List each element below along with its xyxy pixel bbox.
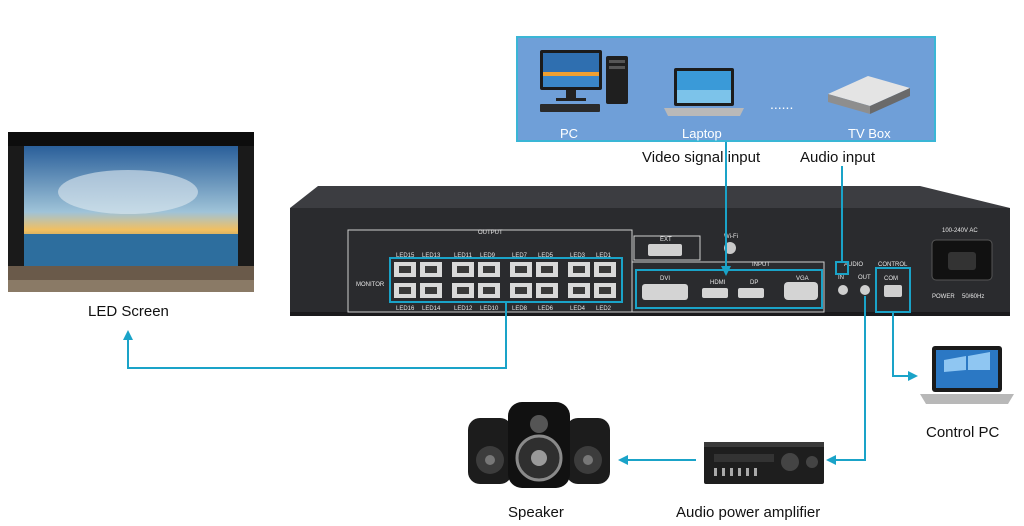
amplifier-icon xyxy=(704,442,824,484)
control-pc-icon xyxy=(920,346,1014,404)
output-to-led-connector xyxy=(127,302,507,369)
laptop-label: Laptop xyxy=(682,126,722,141)
port-label: LED4 xyxy=(570,306,586,312)
hdmi-label: HDMI xyxy=(710,280,726,286)
port-label: LED10 xyxy=(480,306,499,312)
port-label: LED1 xyxy=(596,253,612,259)
dp-label: DP xyxy=(750,280,758,286)
port-label: LED15 xyxy=(396,253,415,259)
hdmi-port xyxy=(702,288,728,298)
port-label: LED8 xyxy=(512,306,528,312)
vga-port xyxy=(784,282,818,300)
port-label: LED14 xyxy=(422,306,441,312)
control-label: CONTROL xyxy=(878,262,908,268)
com-label: COM xyxy=(884,276,898,282)
pc-label: PC xyxy=(560,126,579,141)
audio-out-jack xyxy=(860,285,870,295)
device-top xyxy=(290,186,1010,208)
port-label: LED6 xyxy=(538,306,554,312)
monitor-label: MONITOR xyxy=(356,282,385,288)
tv-box-icon xyxy=(828,76,910,114)
audio-in-jack xyxy=(838,285,848,295)
power-label: POWER xyxy=(932,294,955,300)
input-label: INPUT xyxy=(752,262,770,268)
port-label: LED11 xyxy=(454,253,473,259)
output-label: OUTPUT xyxy=(478,230,503,236)
speaker-icon xyxy=(468,402,610,488)
dvi-port xyxy=(642,284,688,300)
port-label: LED5 xyxy=(538,253,554,259)
pc-icon xyxy=(540,50,628,112)
audio-input-label: Audio input xyxy=(800,149,876,166)
port-label: LED2 xyxy=(596,306,612,312)
audio-label: AUDIO xyxy=(844,262,863,268)
led-ports xyxy=(394,262,616,298)
wifi-label: Wi-Fi xyxy=(724,234,738,240)
audio-power-amplifier-label: Audio power amplifier xyxy=(676,504,821,521)
port-label: LED7 xyxy=(512,253,528,259)
ellipsis: ...... xyxy=(770,96,794,112)
dvi-label: DVI xyxy=(660,276,670,282)
led-screen-image xyxy=(8,132,254,292)
laptop-icon xyxy=(664,68,744,116)
com-port xyxy=(884,285,902,297)
video-sources-panel: PC Laptop ...... TV Box xyxy=(516,36,936,142)
port-label: LED3 xyxy=(570,253,586,259)
freq-label: 50/60Hz xyxy=(962,294,984,300)
speaker-label: Speaker xyxy=(508,504,564,521)
control-pc-label: Control PC xyxy=(926,424,1000,441)
control-to-pc-connector xyxy=(892,312,912,377)
port-label: LED9 xyxy=(480,253,496,259)
dp-port xyxy=(738,288,764,298)
tvbox-label: TV Box xyxy=(848,126,891,141)
port-label: LED16 xyxy=(396,306,415,312)
video-signal-input-label: Video signal input xyxy=(642,149,761,166)
port-label: LED12 xyxy=(454,306,473,312)
ext-label: EXT xyxy=(660,237,672,243)
port-label: LED13 xyxy=(422,253,441,259)
power-rating-label: 100-240V AC xyxy=(942,228,978,234)
audio-out-label: OUT xyxy=(858,275,871,281)
audio-in-label: IN xyxy=(838,275,844,281)
audio-out-to-amp-connector xyxy=(832,296,866,461)
led-screen-label: LED Screen xyxy=(88,303,169,320)
vga-label: VGA xyxy=(796,276,809,282)
